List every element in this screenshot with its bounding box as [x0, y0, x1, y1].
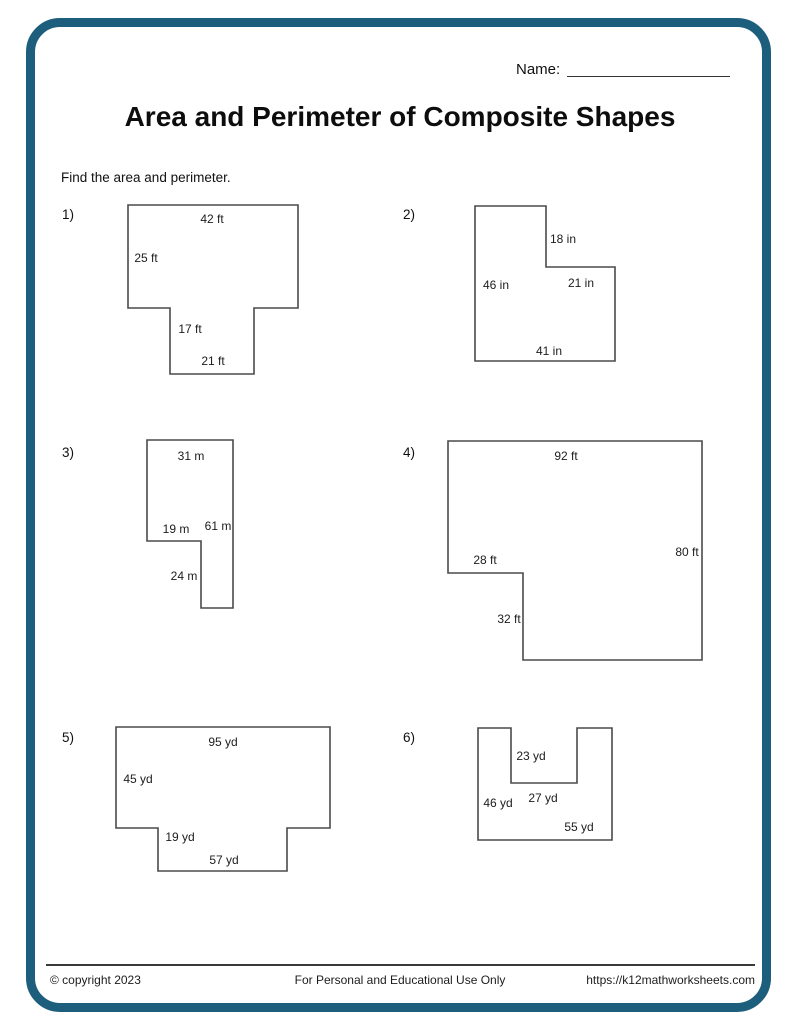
dimension-label: 31 m [177, 449, 205, 463]
footer-divider [46, 964, 755, 966]
dimension-label: 45 yd [123, 772, 153, 786]
dimension-label: 55 yd [564, 820, 594, 834]
problem-2-number: 2) [403, 207, 416, 222]
dimension-label: 46 yd [483, 796, 513, 810]
dimension-label: 95 yd [208, 735, 238, 749]
dimension-label: 25 ft [134, 251, 158, 265]
shape-1-outline [127, 204, 299, 375]
dimension-label: 42 ft [200, 212, 224, 226]
dimension-label: 18 in [549, 232, 577, 246]
name-label: Name: [516, 61, 561, 78]
page-title: Area and Perimeter of Composite Shapes [124, 101, 676, 132]
dimension-label: 24 m [170, 569, 198, 583]
dimension-label: 80 ft [675, 545, 699, 559]
dimension-label: 46 in [482, 278, 510, 292]
instructions-text: Find the area and perimeter. [61, 170, 231, 185]
problem-3-number: 3) [62, 445, 75, 460]
name-blank-line [567, 76, 730, 77]
problem-6-number: 6) [403, 730, 416, 745]
footer-copyright: © copyright 2023 [50, 973, 141, 987]
dimension-label: 32 ft [497, 612, 521, 626]
dimension-label: 27 yd [528, 791, 558, 805]
dimension-label: 57 yd [209, 853, 239, 867]
page-border-frame [26, 18, 771, 1012]
shape-4-outline [447, 440, 703, 661]
problem-5-number: 5) [62, 730, 75, 745]
dimension-label: 61 m [204, 519, 232, 533]
dimension-label: 21 in [567, 276, 595, 290]
dimension-label: 19 m [162, 522, 190, 536]
footer-url[interactable]: https://k12mathworksheets.com [586, 973, 755, 987]
dimension-label: 19 yd [165, 830, 195, 844]
dimension-label: 17 ft [178, 322, 202, 336]
dimension-label: 92 ft [554, 449, 578, 463]
dimension-label: 21 ft [201, 354, 225, 368]
dimension-label: 28 ft [473, 553, 497, 567]
problem-4-number: 4) [403, 445, 416, 460]
dimension-label: 23 yd [516, 749, 546, 763]
dimension-label: 41 in [535, 344, 563, 358]
problem-1-number: 1) [62, 207, 75, 222]
footer-usage-note: For Personal and Educational Use Only [294, 973, 506, 987]
